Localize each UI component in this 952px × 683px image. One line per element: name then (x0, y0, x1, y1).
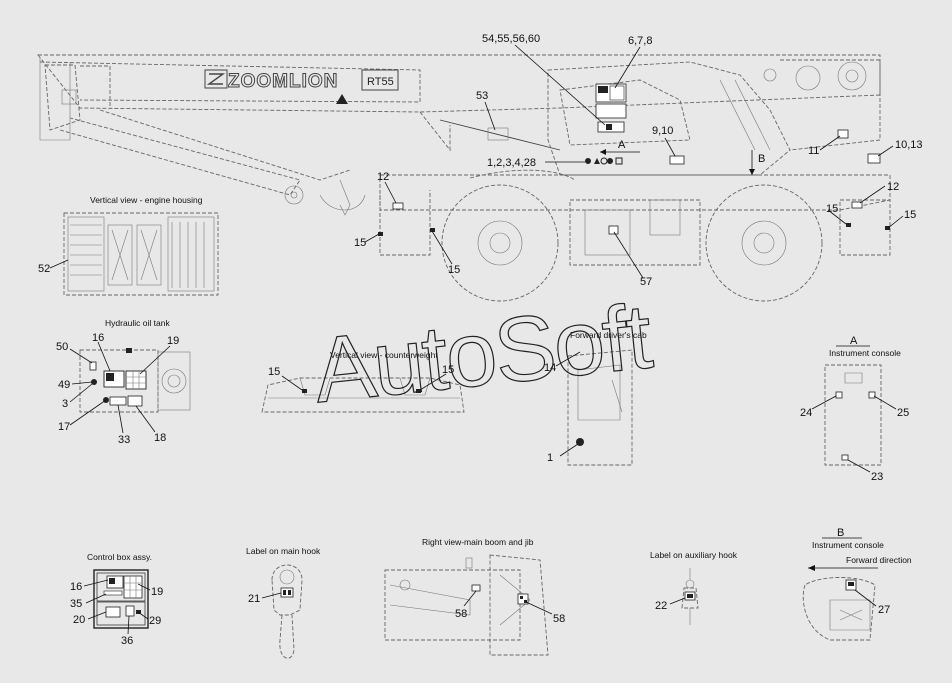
aux-hook-view: Label on auxiliary hook 22 (650, 550, 738, 625)
callout-22: 22 (655, 600, 667, 612)
view-a-letter: A (850, 335, 858, 347)
callout-21: 21 (248, 593, 260, 605)
callout-49: 49 (58, 379, 70, 391)
forward-direction-label: Forward direction (846, 555, 912, 565)
callout-15-right-1: 15 (826, 203, 838, 215)
engine-housing-caption: Vertical view - engine housing (90, 195, 203, 205)
view-a-title: Instrument console (829, 348, 901, 358)
engine-housing-view: Vertical view - engine housing 52 (38, 195, 219, 296)
view-b-letter: B (837, 527, 844, 539)
callout-29: 29 (149, 615, 161, 627)
hydraulic-tank-caption: Hydraulic oil tank (105, 318, 170, 328)
callout-6-8: 6,7,8 (628, 35, 652, 47)
callout-19-box: 19 (151, 586, 163, 598)
control-box-caption: Control box assy. (87, 552, 152, 562)
crane-leaders (364, 44, 904, 279)
model-text: RT55 (367, 76, 394, 88)
callout-23: 23 (871, 471, 883, 483)
callout-25: 25 (897, 407, 909, 419)
callout-17: 17 (58, 421, 70, 433)
callout-1-cab: 1 (547, 452, 553, 464)
callout-24: 24 (800, 407, 812, 419)
logo-text: ZOOMLION (228, 71, 338, 92)
view-arrow-a: A (618, 139, 626, 151)
crane-side-view: ZOOMLION RT55 (37, 54, 891, 302)
main-hook-view: Label on main hook 21 (246, 546, 321, 659)
callout-15-cw-2: 15 (442, 364, 454, 376)
control-box-view: Control box assy. 16 19 35 20 29 36 (70, 552, 163, 647)
aux-hook-caption: Label on auxiliary hook (650, 550, 738, 560)
callout-54-60: 54,55,56,60 (482, 33, 540, 45)
main-hook-caption: Label on main hook (246, 546, 321, 556)
drivers-cab-view: Forward driver's cab 14 1 (544, 330, 647, 466)
callout-16-tank: 16 (92, 332, 104, 344)
callout-35: 35 (70, 598, 82, 610)
callout-16-box: 16 (70, 581, 82, 593)
callout-27: 27 (878, 604, 890, 616)
drivers-cab-caption: Forward driver's cab (570, 330, 647, 340)
boom-jib-caption: Right view-main boom and jib (422, 537, 534, 547)
callout-36: 36 (121, 635, 133, 647)
callout-19-tank: 19 (167, 335, 179, 347)
callout-50: 50 (56, 341, 68, 353)
watermark: AutoSoft (309, 285, 656, 422)
callout-9-10: 9,10 (652, 125, 673, 137)
view-b-title: Instrument console (812, 540, 884, 550)
zoomlion-logo: ZOOMLION RT55 (204, 69, 399, 104)
callout-53: 53 (476, 90, 488, 102)
callout-15-cw-1: 15 (268, 366, 280, 378)
boom-jib-right-view: Right view-main boom and jib 58 58 (384, 537, 565, 656)
callout-12-left: 12 (377, 171, 389, 183)
callout-15-right-2: 15 (904, 209, 916, 221)
hydraulic-tank-view: Hydraulic oil tank 16 19 50 49 3 17 33 1… (56, 318, 191, 446)
callout-3: 3 (62, 398, 68, 410)
view-a-instrument-console: A Instrument console 24 25 23 (800, 335, 909, 483)
callout-58-left: 58 (455, 608, 467, 620)
callout-10-13: 10,13 (895, 139, 923, 151)
counterweight-caption: Vertical view - counterweight (330, 350, 438, 360)
callout-18: 18 (154, 432, 166, 444)
view-b-instrument-console: B Instrument console Forward direction 2… (802, 527, 912, 641)
callout-57: 57 (640, 276, 652, 288)
callout-15-left-1: 15 (354, 237, 366, 249)
callout-33: 33 (118, 434, 130, 446)
callout-15-left-2: 15 (448, 264, 460, 276)
callout-52: 52 (38, 263, 50, 275)
callout-11: 11 (808, 145, 819, 157)
callout-20: 20 (73, 614, 85, 626)
counterweight-view: Vertical view - counterweight 15 15 (261, 350, 465, 413)
callout-12-right: 12 (887, 181, 899, 193)
callout-58-right: 58 (553, 613, 565, 625)
view-arrow-b: B (758, 153, 765, 165)
callout-1-28: 1,2,3,4,28 (487, 157, 536, 169)
callout-14: 14 (544, 362, 556, 374)
crane-callouts: 54,55,56,60 6,7,8 53 9,10 1,2,3,4,28 11 … (354, 33, 923, 288)
